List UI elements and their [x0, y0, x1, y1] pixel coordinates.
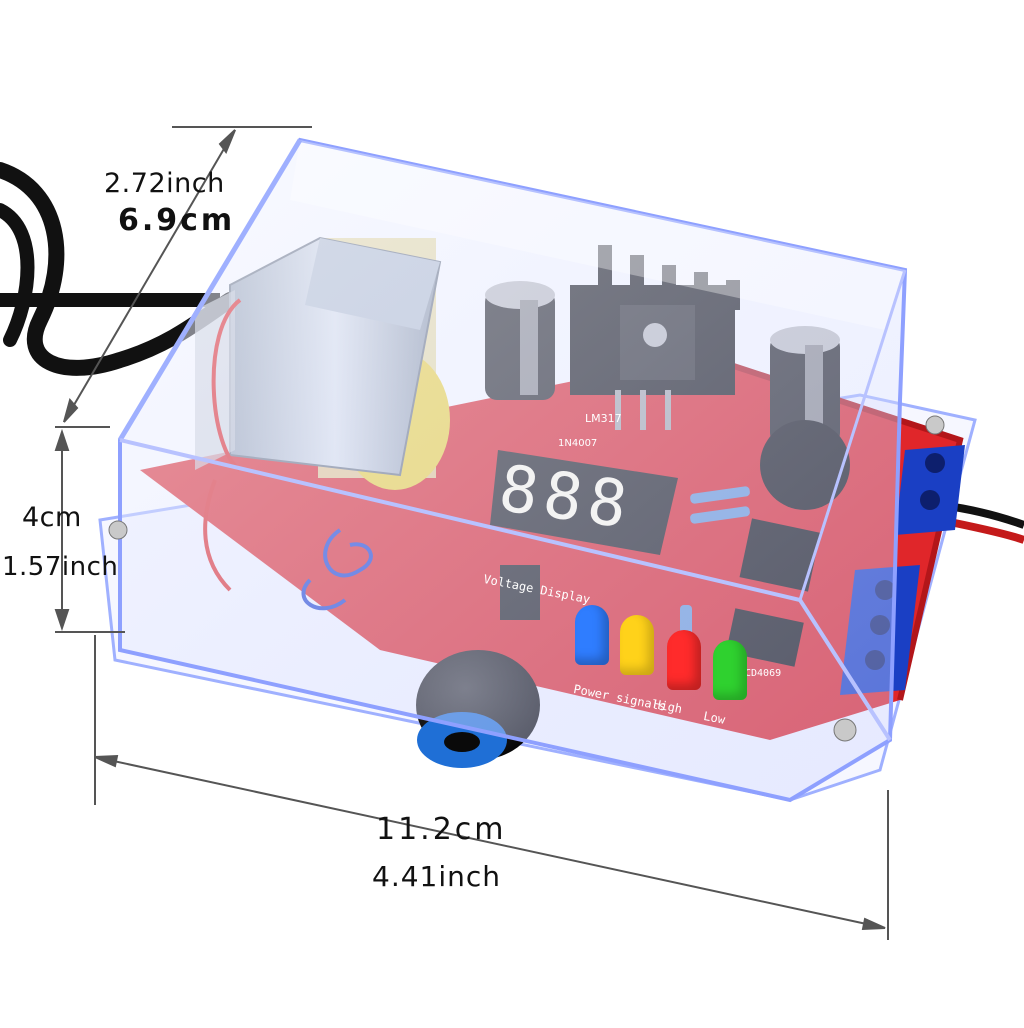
led-yellow	[620, 615, 654, 675]
depth-inch-label: 2.72inch	[104, 168, 225, 199]
pcb-label-1n4007: 1N4007	[558, 438, 598, 449]
height-inch-label: 1.57inch	[2, 552, 119, 582]
width-cm-label: 11.2cm	[376, 812, 507, 847]
case-screws	[108, 415, 945, 742]
led-row	[575, 605, 755, 700]
led-red	[667, 630, 701, 690]
led-green	[713, 640, 747, 700]
led-blue	[575, 605, 609, 665]
width-inch-label: 4.41inch	[372, 860, 502, 893]
terminal-block-output	[895, 445, 965, 535]
pcb-label-lm317: LM317	[585, 412, 622, 425]
height-cm-label: 4cm	[22, 502, 82, 533]
pcb-label-cd4069: CD4069	[745, 668, 782, 679]
acrylic-case	[117, 137, 908, 803]
depth-cm-label: 6.9cm	[118, 203, 236, 238]
power-cable	[0, 162, 238, 376]
dimension-lines	[54, 126, 889, 940]
